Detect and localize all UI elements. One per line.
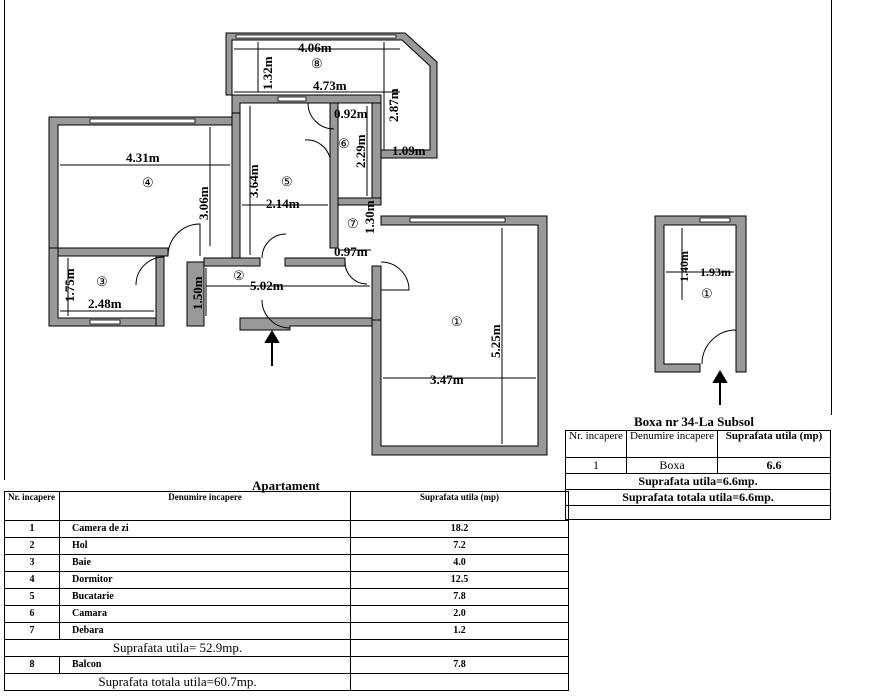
box-table-header: Nr. incapere Denumire incapere Suprafata… [565,430,831,458]
wall-bath-right [155,255,165,327]
table-row: 3 Baie 4.0 [4,554,569,572]
dim-1-40: 1.40m [677,251,691,282]
box-title: Boxa nr 34-La Subsol [634,414,755,429]
table-row: 8 Balcon 7.8 [4,656,569,674]
dim-5-02: 5.02m [250,278,284,293]
wall-hall-bottom [239,317,373,331]
table-row: 4 Dormitor 12.5 [4,571,569,589]
window-kitchen [277,96,307,102]
door-living [380,261,410,291]
window-living [409,217,506,223]
wall-kitchen-bottom2 [284,257,346,267]
dim-2-14: 2.14m [266,196,300,211]
box-room-num-1: ① [701,286,713,301]
box-empty-row [565,505,831,520]
dim-2-48: 2.48m [88,296,122,311]
page-right-border [831,0,832,415]
apartment-table: Nr. incapere Denumire incapere Suprafata… [4,491,569,691]
table-row: 7 Debara 1.2 [4,622,569,640]
window-bedroom [89,118,196,124]
wall-bed-kitchen [231,112,241,259]
window-balcony [235,34,397,39]
page-left-border [4,0,5,480]
apt-useful-total-row: Suprafata utila= 52.9mp. [4,639,569,657]
dim-4-06: 4.06m [298,40,332,55]
dim-2-87: 2.87m [386,88,401,122]
apt-header-name: Denumire incapere [59,491,351,521]
wall-bedroom-outer [48,116,233,249]
table-row: 5 Bucatarie 7.8 [4,588,569,606]
room-num-8: ⑧ [311,56,323,71]
dim-0-97: 0.97m [334,244,368,259]
box-grand-total-row: Suprafata totala utila=6.6mp. [565,489,831,506]
door-bath [135,256,165,286]
dim-5-25: 5.25m [488,324,503,358]
box-table-row: 1 Boxa 6.6 [565,457,831,474]
wall-living-left [371,265,382,321]
door-camara [304,139,331,159]
wall-pantry-mid [337,197,382,206]
room-num-7: ⑦ [347,216,359,231]
dim-1-32: 1.32m [260,56,275,90]
door-balcony [307,102,335,130]
wall-living [371,215,548,456]
apt-header-nr: Nr. incapere [4,491,60,521]
box-table: Nr. incapere Denumire incapere Suprafata… [565,430,831,520]
dim-1-50: 1.50m [190,276,205,310]
box-header-nr: Nr. incapere [565,430,627,458]
dim-1-75: 1.75m [62,268,77,302]
door-box [701,329,737,365]
dim-1-09: 1.09m [392,143,426,158]
box-header-name: Denumire incapere [626,430,718,458]
dim-0-92: 0.92m [334,106,368,121]
apartment-table-header: Nr. incapere Denumire incapere Suprafata… [4,491,569,521]
wall-pantry [371,102,382,201]
box-header-area: Suprafata utila (mp) [717,430,831,458]
table-row: 6 Camara 2.0 [4,605,569,623]
apartment-title: Apartament [252,478,320,493]
dim-1-93: 1.93m [700,265,731,279]
dim-4-73: 4.73m [313,78,347,93]
table-row: 2 Hol 7.2 [4,537,569,555]
wall-hall-left [186,261,205,327]
room-num-6: ⑥ [338,136,350,151]
floor-plan: 4.06m 1.32m 4.73m 2.87m 0.92m 2.29m 1.09… [48,32,747,456]
door-entrance [261,299,291,329]
dim-3-47: 3.47m [430,372,464,387]
apt-header-area: Suprafata utila (mp) [350,491,569,521]
wall-bedroom-bottom [57,247,169,257]
dim-2-29: 2.29m [353,134,368,168]
room-num-4: ④ [142,175,154,190]
dim-3-06: 3.06m [196,186,211,220]
room-num-5: ⑤ [281,174,293,189]
wall-kitchen-bottom [203,257,261,267]
wall-box [654,215,747,373]
dim-1-30: 1.30m [362,200,377,234]
dim-3-64: 3.64m [246,164,261,198]
room-num-1: ① [451,314,463,329]
window-bath [89,319,121,325]
box-useful-total-row: Suprafata utila=6.6mp. [565,473,831,490]
wall-kitchen-right [329,102,339,249]
door-kitchen [261,233,287,259]
dim-4-31: 4.31m [126,150,160,165]
table-row: 1 Camera de zi 18.2 [4,520,569,538]
room-num-3: ③ [96,274,108,289]
door-bedroom [167,223,201,257]
door-debara [344,261,368,285]
window-box [699,217,731,223]
apt-grand-total-row: Suprafata totala utila=60.7mp. [4,673,569,691]
room-num-2: ② [233,268,245,283]
